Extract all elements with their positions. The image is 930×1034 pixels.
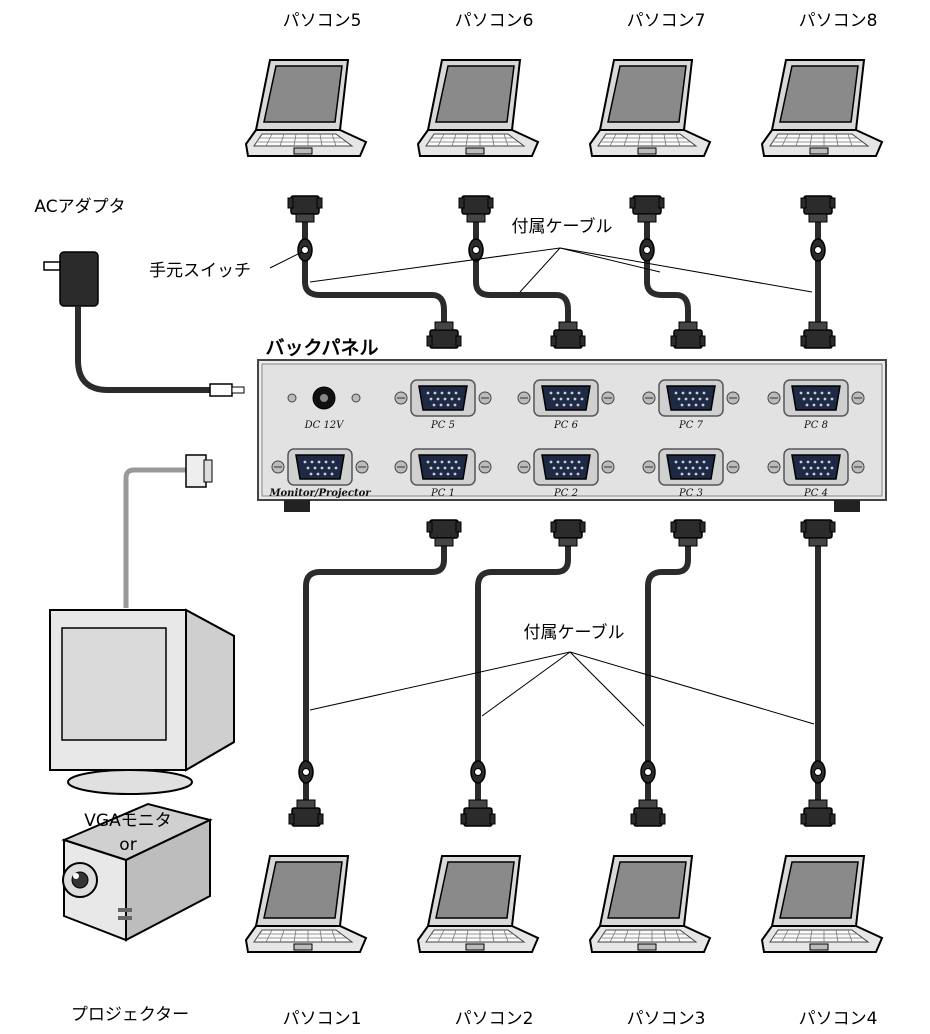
connector-pc3-bottom-icon (630, 799, 666, 827)
label-vga-monitor: VGAモニタ (84, 811, 171, 831)
port-label-pc7: PC 7 (678, 420, 704, 431)
connector-pc7-top-icon (629, 195, 665, 223)
connector-pc3-top-icon (670, 519, 706, 547)
laptop-pc3-icon (589, 855, 711, 953)
connector-pc7-bottom-icon (670, 321, 706, 349)
laptop-pc8-icon (761, 59, 883, 157)
hand-switch-pc2-icon (470, 760, 486, 784)
port-label-pc6: PC 6 (553, 420, 579, 431)
ac-adapter-icon (43, 251, 245, 397)
label-pc8: パソコン8 (799, 11, 878, 31)
hand-switch-pc7-icon (639, 238, 655, 262)
label-cable-top: 付属ケーブル (512, 216, 613, 237)
connector-pc5-top-icon (287, 195, 323, 223)
label-cable-bottom: 付属ケーブル (524, 622, 625, 643)
laptop-pc4-icon (761, 855, 883, 953)
projector-icon (61, 802, 213, 942)
port-label-pc2: PC 2 (553, 488, 578, 499)
label-pc4: パソコン4 (799, 1009, 878, 1029)
connector-pc6-bottom-icon (550, 321, 586, 349)
label-pc6: パソコン6 (455, 11, 534, 31)
kvm-switch-back-panel: DC 12V PC 5 PC 6 PC 7 PC 8 Monitor/Proje… (257, 359, 887, 512)
bottom-cables (303, 542, 821, 802)
connector-pc6-top-icon (458, 195, 494, 223)
vga-monitor-icon (49, 608, 235, 795)
label-pc3: パソコン3 (627, 1009, 706, 1029)
top-cables (302, 210, 821, 328)
laptop-pc6-icon (417, 59, 539, 157)
label-pc1: パソコン1 (283, 1009, 362, 1029)
label-hand-switch: 手元スイッチ (149, 261, 251, 281)
port-label-pc1: PC 1 (430, 488, 455, 499)
port-label-pc4: PC 4 (803, 488, 828, 499)
label-projector: プロジェクター (71, 1005, 189, 1025)
laptop-pc2-icon (417, 855, 539, 953)
top-leader-lines (269, 247, 813, 293)
port-label-pc3: PC 3 (678, 488, 703, 499)
laptop-pc5-icon (245, 59, 367, 157)
monitor-cable (123, 454, 213, 608)
port-label-pc5: PC 5 (430, 420, 455, 431)
label-ac-adapter: ACアダプタ (34, 197, 125, 217)
label-or: or (119, 835, 136, 855)
connector-pc4-bottom-icon (800, 799, 836, 827)
hand-switch-pc5-icon (297, 238, 313, 262)
connector-pc1-top-icon (426, 519, 462, 547)
label-pc5: パソコン5 (283, 11, 362, 31)
port-label-monitor: Monitor/Projector (268, 488, 371, 499)
connector-pc8-bottom-icon (800, 321, 836, 349)
connector-pc5-bottom-icon (426, 321, 462, 349)
connector-pc2-top-icon (550, 519, 586, 547)
dc-label: DC 12V (304, 420, 346, 431)
label-pc2: パソコン2 (455, 1009, 534, 1029)
laptop-pc7-icon (589, 59, 711, 157)
hand-switch-pc6-icon (468, 238, 484, 262)
hand-switch-pc8-icon (810, 238, 826, 262)
connector-pc2-bottom-icon (460, 799, 496, 827)
label-pc7: パソコン7 (627, 11, 706, 31)
hand-switch-pc1-icon (298, 760, 314, 784)
hand-switch-pc4-icon (810, 760, 826, 784)
connector-pc4-top-icon (800, 519, 836, 547)
bottom-leader-lines (309, 651, 815, 727)
connector-pc8-top-icon (800, 195, 836, 223)
hand-switch-pc3-icon (640, 760, 656, 784)
label-back-panel: バックパネル (265, 337, 378, 359)
laptop-pc1-icon (245, 855, 367, 953)
connector-pc1-bottom-icon (288, 799, 324, 827)
port-label-pc8: PC 8 (803, 420, 828, 431)
